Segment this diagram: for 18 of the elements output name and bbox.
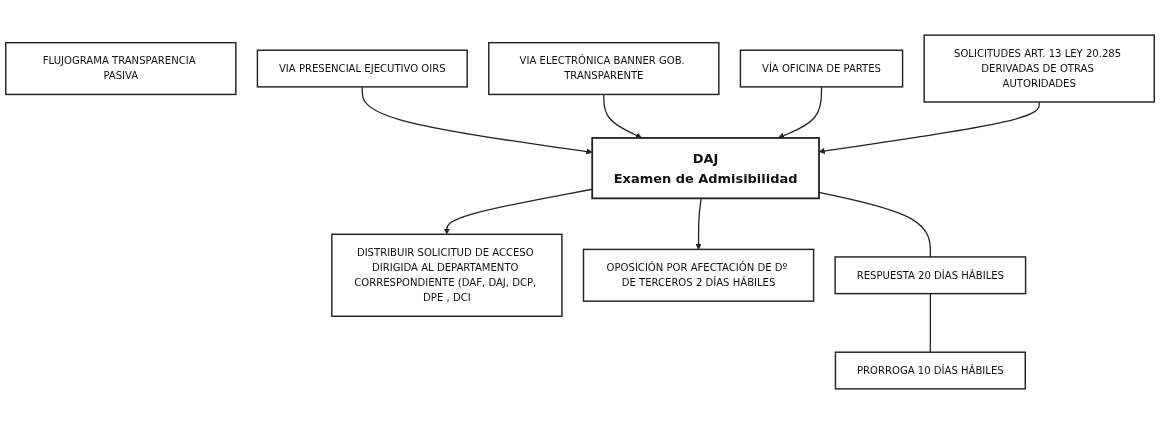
node-box: OPOSICIÓN POR AFECTACIÓN DE Dº DE TERCEROS 2 DÍAS HÁBILES	[582, 248, 815, 302]
node-box: VIA PRESENCIAL EJECUTIVO OIRS	[256, 49, 468, 88]
node-box: VÍA OFICINA DE PARTES	[739, 49, 904, 88]
connector	[818, 191, 931, 258]
arrow	[818, 101, 1040, 155]
node-box: FLUJOGRAMA TRANSPARENCIA PASIVA	[5, 41, 237, 96]
arrow	[695, 197, 702, 250]
connector	[929, 292, 931, 353]
node-box: RESPUESTA 20 DÍAS HÁBILES	[834, 256, 1027, 295]
arrow	[603, 93, 643, 139]
arrow	[361, 86, 593, 155]
arrow	[777, 86, 823, 139]
node-box: PRORROGA 10 DÍAS HÁBILES	[834, 351, 1026, 390]
node-box: SOLICITUDES ART. 13 LEY 20.285 DERIVADAS DE OTRAS AUTORIDADES	[923, 34, 1155, 103]
node-box: DISTRIBUIR SOLICITUD DE ACCESO DIRIGIDA AL DEPARTAMENTO CORRESPONDIENTE (DAF, DAJ, DCP, DPE , DCI	[331, 233, 563, 317]
node-box: DAJ Examen de Admisibilidad	[591, 137, 820, 200]
node-box: VIA ELECTRÓNICA BANNER GOB. TRANSPARENTE	[488, 41, 720, 96]
arrow	[443, 188, 593, 235]
